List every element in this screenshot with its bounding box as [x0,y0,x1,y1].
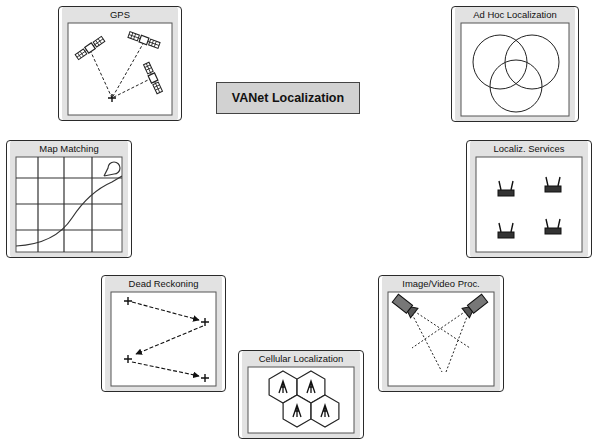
cameras [392,293,489,372]
method-heading: Image/Video Proc. [379,276,503,291]
gps-satellites [75,31,163,102]
dead-reckoning-track [124,297,209,382]
method-heading: Localiz. Services [467,141,591,156]
picture-panels [16,23,582,433]
cell-grid [269,371,339,427]
method-heading: Dead Reckoning [102,276,225,291]
method-box: Cellular Localization [238,350,364,439]
method-heading: GPS [59,7,181,22]
range-circles [473,35,559,112]
method-box: Map Matching [6,140,132,258]
title-box: VANet Localization [216,82,360,114]
method-box: Localiz. Services [466,140,592,258]
title-text: VANet Localization [232,91,344,105]
method-heading: Map Matching [7,141,131,156]
method-box: Dead Reckoning [101,275,226,392]
street-map [16,157,122,252]
method-heading: Cellular Localization [239,351,363,366]
access-points [498,177,561,238]
method-box: Ad Hoc Localization [451,6,579,122]
box-grounds [10,6,588,439]
method-box: Image/Video Proc. [378,275,504,392]
method-heading: Ad Hoc Localization [452,7,578,22]
method-box: GPS [58,6,182,121]
